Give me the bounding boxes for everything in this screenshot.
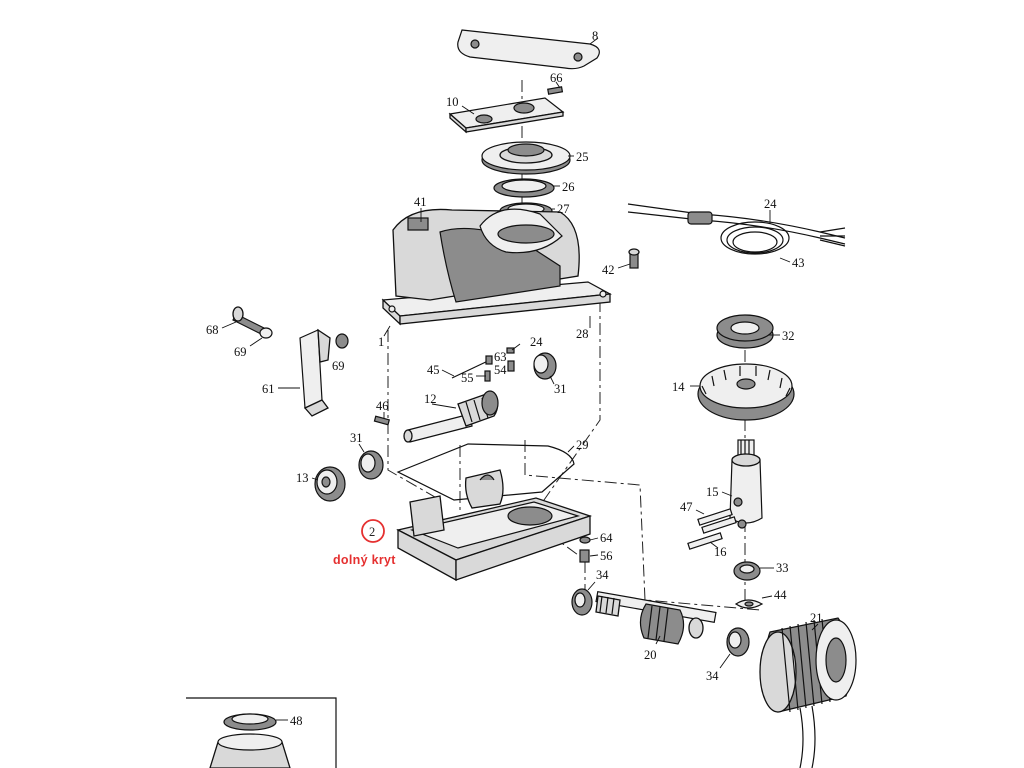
callout-27: 27: [557, 202, 570, 216]
callout-34: 34: [596, 568, 609, 582]
part-26-ring: [493, 178, 555, 198]
callout-33: 33: [776, 561, 789, 575]
callout-13: 13: [296, 471, 309, 485]
callout-48: 48: [290, 714, 303, 728]
part-41-housing: [381, 208, 612, 326]
part-29-gasket: [396, 443, 575, 501]
part-25-flange: [481, 141, 571, 175]
part-2-lower-cover: [396, 469, 593, 582]
callout-47: 47: [680, 500, 693, 514]
callout-16: 16: [714, 545, 727, 559]
part-68-bolt: [232, 306, 273, 339]
part-32-bearing: [716, 314, 774, 349]
part-31-bearing-upper: [533, 352, 557, 380]
callout-29: 29: [576, 438, 589, 452]
callout-24: 24: [764, 197, 777, 211]
part-34-bearing-right: [726, 627, 750, 657]
callout-43: 43: [792, 256, 805, 270]
part-34-bearing-left: [571, 588, 593, 616]
part-24-cable: [627, 203, 846, 255]
highlight-label: dolný kryt: [333, 553, 396, 567]
highlight-circle: [361, 519, 385, 543]
callout-68: 68: [206, 323, 219, 337]
part-13-gear: [314, 466, 346, 502]
callout-42: 42: [602, 263, 615, 277]
callout-46: 46: [376, 399, 389, 413]
callout-54: 54: [494, 363, 507, 377]
part-8-top-plate: [457, 29, 600, 70]
part-20-rotor: [595, 590, 717, 645]
callout-69: 69: [332, 359, 345, 373]
callout-21: 21: [810, 611, 823, 625]
callout-45: 45: [427, 363, 440, 377]
callout-24: 24: [530, 335, 543, 349]
callout-63: 63: [494, 350, 507, 364]
part-42-screw: [628, 248, 640, 269]
callout-32: 32: [782, 329, 795, 343]
part-21-stator: [759, 617, 857, 768]
callout-44: 44: [774, 588, 787, 602]
callout-1: 1: [378, 335, 384, 349]
highlight-annotation: 2 dolný kryt: [333, 519, 396, 567]
leader-lines: [221, 37, 819, 721]
small-parts-group: [451, 347, 515, 382]
callout-25: 25: [576, 150, 589, 164]
part-10-plate: [448, 97, 565, 134]
inset-detail-48: [186, 697, 337, 768]
part-46-key: [373, 415, 391, 426]
part-47-16-pins: [687, 508, 737, 550]
callout-20: 20: [644, 648, 657, 662]
callout-66: 66: [550, 71, 563, 85]
callout-55: 55: [461, 371, 474, 385]
callout-34: 34: [706, 669, 719, 683]
part-44-clip: [734, 599, 764, 609]
callout-12: 12: [424, 392, 437, 406]
part-14-large-gear: [697, 363, 795, 421]
callout-56: 56: [600, 549, 613, 563]
callout-14: 14: [672, 380, 685, 394]
callout-64: 64: [600, 531, 613, 545]
callout-26: 26: [562, 180, 575, 194]
part-31-bearing-lower: [358, 450, 384, 480]
callout-15: 15: [706, 485, 719, 499]
part-12-worm-shaft: [403, 390, 499, 443]
callout-69: 69: [234, 345, 247, 359]
part-33-bearing: [733, 561, 761, 581]
callout-10: 10: [446, 95, 459, 109]
part-15-output-shaft: [729, 439, 763, 529]
highlight-part-number: 2: [369, 525, 375, 539]
callout-31: 31: [350, 431, 363, 445]
callout-8: 8: [592, 29, 598, 43]
part-61-bracket: [299, 328, 349, 417]
callout-61: 61: [262, 382, 275, 396]
callout-31: 31: [554, 382, 567, 396]
callout-41: 41: [414, 195, 427, 209]
part-64-56-fasteners: [579, 536, 591, 563]
callout-labels: 8 66 10 25 26 27 41 24 43 42 68 69 69 61…: [206, 29, 823, 728]
callout-28: 28: [576, 327, 589, 341]
part-66-pin: [547, 86, 564, 95]
